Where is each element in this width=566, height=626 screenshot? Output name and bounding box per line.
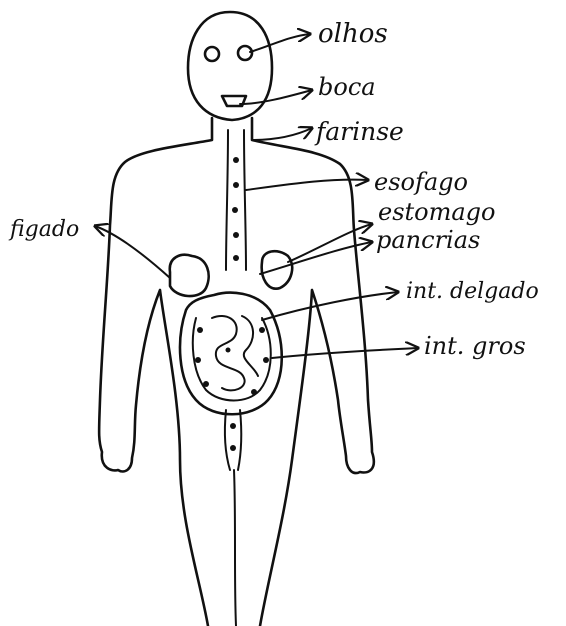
rectum bbox=[225, 410, 242, 470]
stomach bbox=[262, 251, 292, 288]
arrow-olhos bbox=[250, 34, 310, 52]
arrow-estomago bbox=[288, 224, 372, 262]
right-eye bbox=[238, 46, 252, 60]
label-estomago: estomago bbox=[378, 198, 496, 226]
label-figado: figado bbox=[8, 217, 79, 242]
label-int-grosso: int. gros bbox=[424, 332, 526, 360]
body-outline bbox=[99, 118, 374, 626]
label-faringe: farinse bbox=[314, 117, 404, 146]
small-intestine bbox=[195, 316, 269, 395]
left-eye bbox=[205, 47, 219, 61]
eyes bbox=[205, 46, 252, 61]
arrow-figado bbox=[95, 226, 170, 278]
label-pancreas: pancrias bbox=[376, 226, 480, 254]
label-esofago: esofago bbox=[374, 168, 468, 196]
label-olhos: olhos bbox=[318, 19, 388, 49]
arrow-faringe bbox=[252, 128, 312, 140]
label-boca: boca bbox=[318, 73, 376, 101]
large-intestine bbox=[180, 293, 282, 415]
liver bbox=[170, 255, 209, 296]
label-int-delgado: int. delgado bbox=[406, 279, 539, 304]
head bbox=[188, 12, 272, 120]
arrow-boca bbox=[240, 90, 312, 104]
esophagus bbox=[226, 130, 246, 270]
arrow-int-grosso bbox=[272, 348, 418, 358]
arrow-int-delgado bbox=[262, 292, 398, 320]
arrow-pancreas bbox=[260, 242, 372, 274]
